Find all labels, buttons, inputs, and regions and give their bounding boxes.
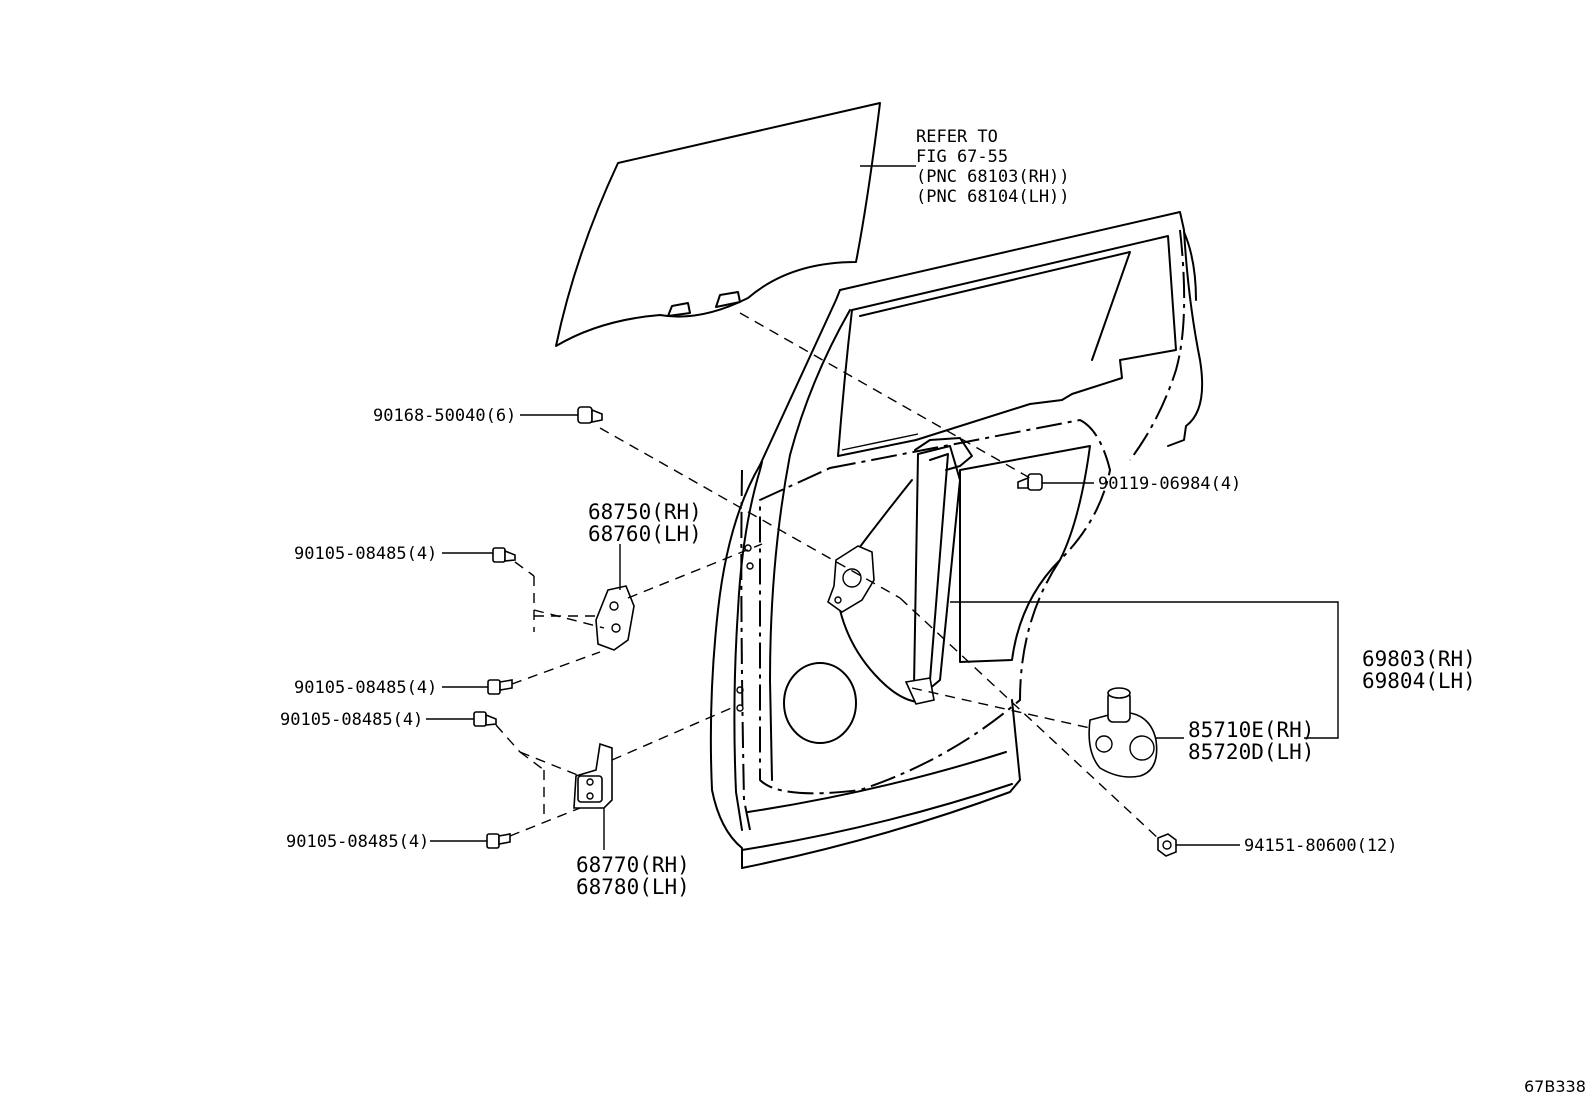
bolt-right-label: 90119-06984(4) — [1098, 474, 1241, 494]
bolt-hinge-2-label: 90105-08485(4) — [294, 678, 437, 698]
bolt-right — [1017, 473, 1043, 491]
glass-ref-line-1: REFER TO — [916, 127, 998, 147]
motor-label-rh: 85710E(RH) — [1188, 718, 1314, 742]
bolt-hinge-2 — [487, 679, 513, 695]
window-motor — [1088, 687, 1158, 778]
window-regulator — [827, 437, 973, 705]
glass-reference-label: REFER TO FIG 67-55 (PNC 68103(RH)) (PNC … — [916, 127, 1070, 207]
glass-ref-line-2: FIG 67-55 — [916, 147, 1008, 167]
rear-door-shell — [709, 211, 1204, 869]
lower-hinge — [573, 742, 613, 809]
nut-label: 94151-80600(12) — [1244, 836, 1398, 856]
glass-ref-line-4: (PNC 68104(LH)) — [916, 187, 1070, 207]
regulator-label-lh: 69804(LH) — [1362, 669, 1476, 693]
bolt-hinge-4 — [486, 833, 511, 849]
bolt-hinge-1 — [492, 547, 516, 563]
motor-label-lh: 85720D(LH) — [1188, 740, 1314, 764]
lower-hinge-label-lh: 68780(LH) — [576, 875, 690, 899]
nut — [1157, 833, 1177, 857]
upper-hinge — [595, 585, 635, 651]
lower-hinge-label-rh: 68770(RH) — [576, 853, 690, 877]
figure-code: 67B338 — [1524, 1077, 1586, 1096]
bolt-hinge-1-label: 90105-08485(4) — [294, 544, 437, 564]
glass-ref-line-3: (PNC 68103(RH)) — [916, 167, 1070, 187]
bolt-top — [577, 406, 603, 424]
upper-hinge-label-lh: 68760(LH) — [588, 522, 702, 546]
bolt-hinge-3 — [473, 711, 497, 727]
regulator-label-rh: 69803(RH) — [1362, 647, 1476, 671]
upper-hinge-label-rh: 68750(RH) — [588, 500, 702, 524]
bolt-hinge-3-label: 90105-08485(4) — [280, 710, 423, 730]
assembly-lines — [495, 312, 1161, 841]
bolt-top-label: 90168-50040(6) — [373, 406, 516, 426]
bolt-hinge-4-label: 90105-08485(4) — [286, 832, 429, 852]
door-glass — [555, 102, 881, 347]
leader-lines — [426, 414, 1339, 846]
